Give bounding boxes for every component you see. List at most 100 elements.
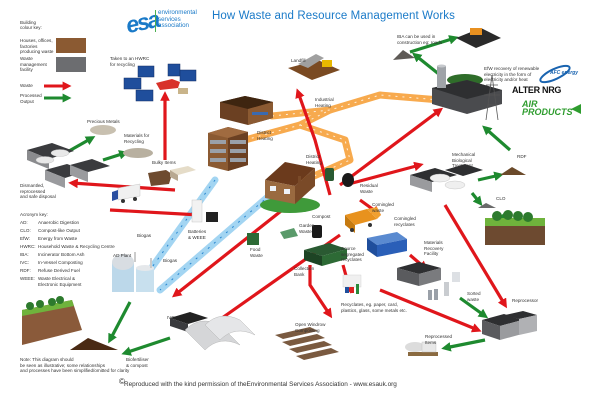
logo-divider	[155, 10, 156, 32]
label-biogas-1: Biogas	[137, 233, 152, 238]
acronym-meaning: Waste Electrical & Electronic Equipment	[38, 276, 82, 287]
legend-producers-label: Houses, offices, factories producing was…	[20, 38, 54, 55]
car-icon	[156, 79, 180, 90]
legend-producers-swatch	[56, 38, 86, 53]
ivc-facility	[170, 312, 256, 351]
waste-arrows	[68, 88, 507, 333]
label-district-heating-1: District Heating	[257, 130, 273, 141]
acronym-meaning: Anaerobic Digestion	[38, 220, 80, 225]
label-reprocessed-items: Reprocessed Items	[425, 334, 453, 345]
arrow-mbt-to-reprocessor	[443, 204, 507, 309]
arrow-residual-to-efw	[339, 107, 444, 187]
alternrg-logo: ALTER NRG	[512, 85, 562, 95]
label-open-windrow: Open Windrow Composting	[295, 322, 326, 333]
acknowledgement-text: Reproduced with the kind permission of t…	[124, 381, 397, 388]
clo-pile	[478, 203, 496, 208]
diagram-note: Note: This diagram should be seen as ill…	[20, 357, 130, 374]
label-hwrc: Taken to an HWRC for recycling	[110, 56, 150, 67]
arrow-food-to-ad	[171, 198, 296, 298]
sorted-waste	[428, 272, 460, 300]
efw-plant	[432, 64, 502, 114]
arrow-weee-to-truck	[109, 208, 201, 217]
acronym-meaning: Household Waste & Recycling Centre	[38, 244, 115, 249]
copyright-icon: ©	[119, 377, 125, 386]
acronym-meaning: Compost-like Output	[38, 228, 80, 233]
afc-logo-icon	[539, 64, 571, 84]
legend-output-label: Processed Output	[20, 93, 42, 104]
arrow-recyclates-to-reprocessor	[379, 288, 482, 333]
arrow-residual-to-mbt	[344, 161, 424, 187]
label-materials-recycling: Materials for Recycling	[124, 133, 150, 144]
diagram-title: How Waste and Resource Management Works	[212, 10, 455, 22]
label-efw: EfW recovery of renewable electricity in…	[484, 66, 540, 83]
label-bulky-items: Bulky Items	[152, 160, 176, 165]
label-recyclates-eg: Recyclates, eg. paper, card, plastics, g…	[341, 302, 407, 313]
bulky-items	[148, 166, 196, 186]
label-residual-waste: Residual Waste	[360, 183, 378, 194]
label-district-heating-2: District Heating	[306, 154, 322, 165]
air-products-logo-icon	[571, 104, 581, 114]
weee-appliances	[191, 199, 218, 223]
label-mrf: Materials Recovery Facility	[424, 240, 444, 257]
label-reprocessor: Reprocessor	[512, 298, 539, 303]
acronym-abbr: EfW:	[20, 236, 30, 241]
output-arrows	[61, 35, 512, 356]
acronym-abbr: HWRC:	[20, 244, 36, 249]
chimney-icon	[437, 66, 446, 88]
biofertiliser-heap	[70, 338, 118, 350]
pylon-icon	[484, 74, 500, 121]
industrial-heating-pipe	[268, 91, 444, 120]
arrow-efw-to-iba	[412, 52, 441, 77]
field-trees	[22, 296, 82, 345]
arrow-mbt-to-clo	[470, 192, 483, 206]
mbt-plant	[410, 164, 483, 192]
label-industrial-heating: Industrial Heating	[315, 97, 334, 108]
acronym-abbr: CLO:	[20, 228, 31, 233]
esa-logo-text: environmental services association	[158, 9, 197, 30]
label-dismantled: Dismantled, reprocessed and safe disposa…	[20, 183, 56, 200]
label-collection-bank: Collection Bank	[294, 266, 315, 277]
label-comingled-recyclates: Comingled recyclates	[394, 216, 416, 227]
arrow-to-dismantled	[68, 178, 176, 192]
acronym-meaning: Incinerator Bottom Ash	[38, 252, 85, 257]
residual-bag-icon	[342, 173, 354, 187]
house	[260, 162, 320, 213]
acronym-meaning: Refuse Derived Fuel	[38, 268, 80, 273]
arrow-rdf-to-efw	[482, 125, 512, 152]
open-windrow	[275, 327, 339, 360]
acronym-abbr: IBA:	[20, 252, 29, 257]
label-source-segregated: Source segregated recyclates	[341, 246, 364, 263]
food-caddy-icon	[247, 233, 259, 245]
road-construction	[456, 28, 501, 48]
arrow-reprocessor-to-items	[441, 338, 486, 352]
label-biogas-2: Biogas	[163, 258, 178, 263]
arrow-mbt-to-rdf	[477, 171, 504, 182]
arrow-sorted-to-reprocessor	[459, 296, 489, 319]
wheelbarrow-icon	[280, 228, 298, 239]
label-batteries-weee: Batteries & WEEE	[188, 229, 207, 240]
legend-facility-swatch	[56, 57, 86, 72]
acronym-abbr: IVC:	[20, 260, 29, 265]
acronym-abbr: WEEE:	[20, 276, 35, 281]
arrow-iba-to-roads	[409, 35, 459, 54]
source-recyclates	[342, 274, 362, 294]
hwrc-skips	[123, 63, 197, 102]
afc-energy-logo: AFC energy	[550, 70, 579, 76]
acronym-abbr: RDF:	[20, 268, 31, 273]
label-mbt: Mechanical Biological Treatment	[452, 152, 476, 169]
legend-facility-label: Waste management facility	[20, 56, 47, 73]
rdf-pile	[500, 167, 526, 175]
reprocessed-items	[405, 341, 438, 356]
label-comingled-waste: Comingled waste	[372, 202, 394, 213]
label-clo: CLO	[496, 196, 506, 201]
label-biofertiliser: Biofertiliser & compost	[126, 357, 149, 368]
construction-truck-icon	[470, 28, 482, 35]
factory-building	[220, 96, 273, 125]
biogas-pipe-1	[146, 176, 219, 274]
legend-title: Building colour key:	[20, 20, 42, 31]
legend-waste-label: Waste	[20, 83, 33, 88]
mrf-facility	[397, 262, 441, 286]
label-sorted-waste: Sorted waste	[467, 291, 481, 302]
collection-bank	[304, 243, 347, 266]
